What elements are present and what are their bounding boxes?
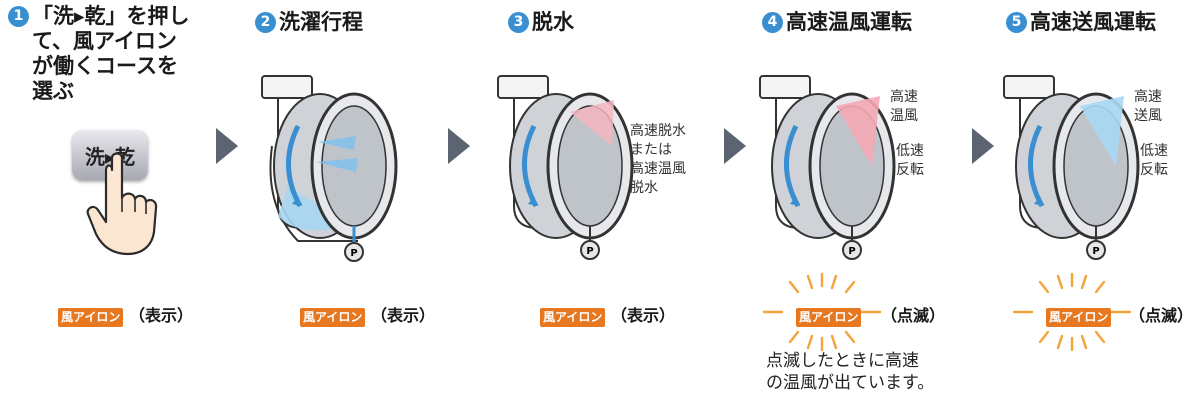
step5-label-b2: 反転 — [1140, 162, 1168, 178]
step5-heading: 5 高速送風運転 — [1006, 10, 1156, 35]
kaze-iron-badge: 風アイロン — [540, 308, 606, 327]
step2-title: 洗濯行程 — [279, 10, 363, 34]
kaze-iron-badge: 風アイロン — [796, 308, 862, 327]
step3-heading: 3 脱水 — [508, 10, 574, 35]
step5-indicator: 風アイロン （点滅） — [1046, 302, 1192, 327]
step1-title-line1: 「洗▸乾」を押し — [32, 4, 190, 28]
step1-indicator: 風アイロン （表示） — [58, 302, 193, 327]
step4-title: 高速温風運転 — [786, 10, 912, 34]
step3-title: 脱水 — [532, 10, 574, 34]
step4-note: 点滅したときに高速 の温風が出ています。 — [766, 350, 934, 394]
step4-note-line2: の温風が出ています。 — [766, 373, 935, 393]
step-arrow-2 — [448, 128, 470, 164]
step2-number-icon: 2 — [255, 12, 276, 33]
step5-label-b1: 低速 — [1140, 143, 1168, 159]
step3-label-line2: または — [630, 142, 672, 158]
step1-heading: 1 「洗▸乾」を押し て、風アイロン が働くコースを 選ぶ — [8, 4, 190, 104]
step1-title-line4: 選ぶ — [32, 79, 74, 103]
step5-title: 高速送風運転 — [1030, 10, 1156, 34]
step5-label-a1: 高速 — [1134, 89, 1162, 105]
step3-status: （表示） — [610, 306, 675, 325]
kaze-iron-badge: 風アイロン — [1046, 308, 1112, 327]
step5-rotation-label: 低速 反転 — [1140, 142, 1168, 180]
step-arrow-1 — [216, 128, 238, 164]
step3-label-line4: 脱水 — [630, 180, 658, 196]
kaze-iron-badge: 風アイロン — [58, 308, 124, 327]
step4-indicator: 風アイロン （点滅） — [796, 302, 945, 327]
step-arrow-4 — [972, 128, 994, 164]
step4-air-label: 高速 温風 — [890, 88, 918, 126]
step5-air-label: 高速 送風 — [1134, 88, 1162, 126]
pump-label: P — [586, 246, 593, 257]
step1-title-line3: が働くコースを — [32, 54, 178, 78]
drum-washing-illustration: P — [261, 75, 398, 262]
step2-status: （表示） — [370, 306, 435, 325]
pump-label: P — [848, 246, 855, 257]
step3-number-icon: 3 — [508, 12, 529, 33]
step5-number-icon: 5 — [1006, 12, 1027, 33]
pump-label: P — [1092, 246, 1099, 257]
step3-label-line3: 高速温風 — [630, 161, 686, 177]
step4-label-a2: 温風 — [890, 108, 918, 124]
step4-label-b2: 反転 — [896, 162, 924, 178]
step1-title-line2: て、風アイロン — [32, 29, 177, 53]
kaze-iron-badge: 風アイロン — [300, 308, 366, 327]
step1-title: 「洗▸乾」を押し て、風アイロン が働くコースを 選ぶ — [32, 4, 190, 104]
drum-warm-air-illustration: P — [759, 75, 896, 260]
step1-number-icon: 1 — [8, 6, 29, 27]
step-arrow-3 — [724, 128, 746, 164]
step5-status: （点滅） — [1128, 306, 1192, 325]
step2-indicator: 風アイロン （表示） — [300, 302, 435, 327]
step3-label-line1: 高速脱水 — [630, 123, 686, 139]
step1-status: （表示） — [128, 306, 193, 325]
drum-cool-air-illustration: P — [1003, 75, 1140, 260]
step4-heading: 4 高速温風運転 — [762, 10, 912, 35]
step4-number-icon: 4 — [762, 12, 783, 33]
pointing-hand-icon — [86, 152, 158, 256]
blink-rays-icon — [762, 272, 882, 352]
step4-label-b1: 低速 — [896, 143, 924, 159]
step4-rotation-label: 低速 反転 — [896, 142, 924, 180]
step3-spin-label: 高速脱水 または 高速温風 脱水 — [630, 122, 686, 198]
blink-rays-icon — [1012, 272, 1132, 352]
step5-label-a2: 送風 — [1134, 108, 1162, 124]
step2-heading: 2 洗濯行程 — [255, 10, 363, 35]
step3-indicator: 風アイロン （表示） — [540, 302, 675, 327]
step4-note-line1: 点滅したときに高速 — [766, 351, 919, 371]
pump-label: P — [350, 248, 357, 259]
step4-label-a1: 高速 — [890, 89, 918, 105]
drum-spin-illustration: P — [497, 75, 634, 260]
step4-status: （点滅） — [880, 306, 945, 325]
